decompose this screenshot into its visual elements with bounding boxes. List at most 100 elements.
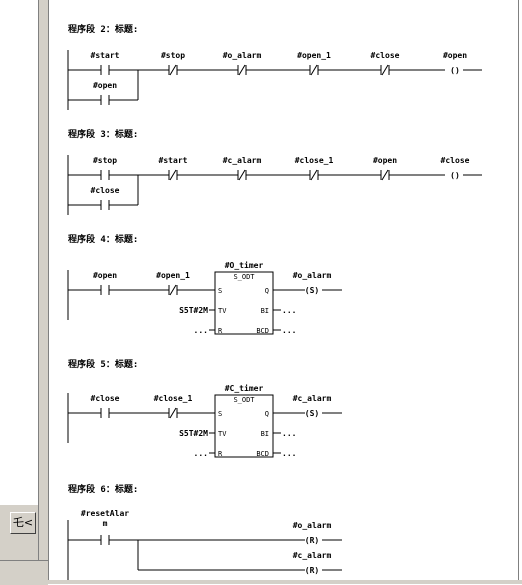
contact-label: #close_1	[295, 156, 334, 165]
contact-label: #close	[91, 186, 120, 195]
contact-1[interactable]: #stop	[161, 51, 185, 76]
contact-label-line1: #resetAlar	[81, 509, 129, 518]
r-value: ...	[194, 326, 208, 335]
parallel-contact[interactable]: #close	[91, 186, 120, 210]
coil-symbol: (R)	[305, 536, 319, 545]
coil-label: #o_alarm	[293, 521, 332, 530]
coil-symbol: ()	[450, 66, 460, 75]
contact-1[interactable]: #close_1	[154, 394, 193, 419]
contact-3[interactable]: #close_1	[295, 156, 334, 181]
timer-name: #O_timer	[225, 260, 264, 270]
contact-0[interactable]: #start	[91, 51, 120, 75]
wire	[169, 64, 177, 76]
pin-s: S	[218, 287, 222, 295]
wire	[169, 284, 177, 296]
pin-q: Q	[265, 410, 269, 418]
timer-type: S_ODT	[233, 396, 255, 404]
reset-contact[interactable]	[95, 535, 115, 545]
coil-symbol: (S)	[305, 409, 319, 418]
pin-q: Q	[265, 287, 269, 295]
contact-3[interactable]: #open_1	[297, 51, 331, 76]
contact-0[interactable]: #close	[91, 394, 120, 418]
left-panel-button[interactable]: 乇<	[10, 512, 36, 534]
coil-label: #c_alarm	[293, 394, 332, 403]
wire	[238, 169, 246, 181]
output-coil[interactable]: ()#open	[443, 51, 467, 75]
bottom-strip	[48, 580, 522, 584]
network-header: 程序段 2：标题:	[68, 23, 138, 35]
network-header: 程序段 5：标题:	[68, 358, 138, 370]
pin-r: R	[218, 327, 223, 335]
coil-symbol: (S)	[305, 286, 319, 295]
parallel-contact[interactable]: #open	[93, 81, 117, 105]
pin-tv: TV	[218, 430, 227, 438]
bi-value: ...	[282, 429, 296, 438]
contact-label: #close	[91, 394, 120, 403]
contact-label: #close_1	[154, 394, 193, 403]
contact-label: #stop	[161, 51, 185, 60]
wire	[310, 169, 318, 181]
pin-bcd: BCD	[256, 450, 269, 458]
ladder-editor[interactable]: 程序段 2：标题: #start #stop #o_alarm #open_1 #clos…	[50, 0, 518, 580]
contact-4[interactable]: #close	[371, 51, 400, 76]
bcd-value: ...	[282, 326, 296, 335]
coil-label: #c_alarm	[293, 551, 332, 560]
pin-tv: TV	[218, 307, 227, 315]
contact-4[interactable]: #open	[373, 156, 397, 181]
contact-1[interactable]: #start	[159, 156, 188, 181]
contact-label: #open	[93, 81, 117, 90]
contact-0[interactable]: #open	[93, 271, 117, 295]
right-edge	[518, 0, 519, 580]
wire	[169, 169, 177, 181]
timer-block[interactable]	[214, 394, 274, 458]
coil-symbol: (R)	[305, 566, 319, 575]
contact-0[interactable]: #stop	[93, 156, 117, 180]
pin-s: S	[218, 410, 222, 418]
output-coil[interactable]: (S) #c_alarm	[293, 394, 332, 418]
left-divider	[38, 0, 39, 560]
contact-1[interactable]: #open_1	[156, 271, 190, 296]
timer-name: #C_timer	[225, 383, 264, 393]
contact-label: #c_alarm	[223, 156, 262, 165]
reset-coil-1[interactable]: (R) #c_alarm	[293, 551, 332, 575]
contact-label: #o_alarm	[223, 51, 262, 60]
wire	[238, 64, 246, 76]
network-header: 程序段 4：标题:	[68, 233, 138, 245]
output-coil[interactable]: (S) #o_alarm	[293, 271, 332, 295]
left-pane	[0, 0, 38, 584]
wire	[381, 64, 389, 76]
contact-label: #open_1	[297, 51, 331, 60]
contact-label-line2: m	[103, 519, 108, 528]
tv-value: S5T#2M	[179, 429, 208, 438]
splitter-bar[interactable]	[39, 0, 48, 580]
pin-r: R	[218, 450, 223, 458]
bcd-value: ...	[282, 449, 296, 458]
pin-bcd: BCD	[256, 327, 269, 335]
output-coil[interactable]: ()#close	[441, 156, 470, 180]
contact-label: #start	[91, 51, 120, 60]
contact-label: #start	[159, 156, 188, 165]
pin-bi: BI	[261, 430, 269, 438]
contact-label: #open_1	[156, 271, 190, 280]
wire	[169, 407, 177, 419]
network-6: 程序段 6：标题:#resetAlarm(R)#o_alarm(R)#c_ala…	[67, 483, 342, 580]
contact-label: #close	[371, 51, 400, 60]
contact-label: #stop	[93, 156, 117, 165]
wire	[381, 169, 389, 181]
timer-block[interactable]	[214, 271, 274, 335]
contact-2[interactable]: #c_alarm	[223, 156, 262, 181]
coil-label: #o_alarm	[293, 271, 332, 280]
left-divider-2	[48, 0, 49, 580]
contact-label: #open	[93, 271, 117, 280]
contact-2[interactable]: #o_alarm	[223, 51, 262, 76]
wire	[310, 64, 318, 76]
tv-value: S5T#2M	[179, 306, 208, 315]
network-header: 程序段 3：标题:	[68, 128, 138, 140]
reset-coil-0[interactable]: (R) #o_alarm	[293, 521, 332, 545]
contact-label: #open	[373, 156, 397, 165]
r-value: ...	[194, 449, 208, 458]
network-2: 程序段 2：标题: #start #stop #o_alarm #open_1 #clos…	[67, 23, 482, 110]
coil-symbol: ()	[450, 171, 460, 180]
